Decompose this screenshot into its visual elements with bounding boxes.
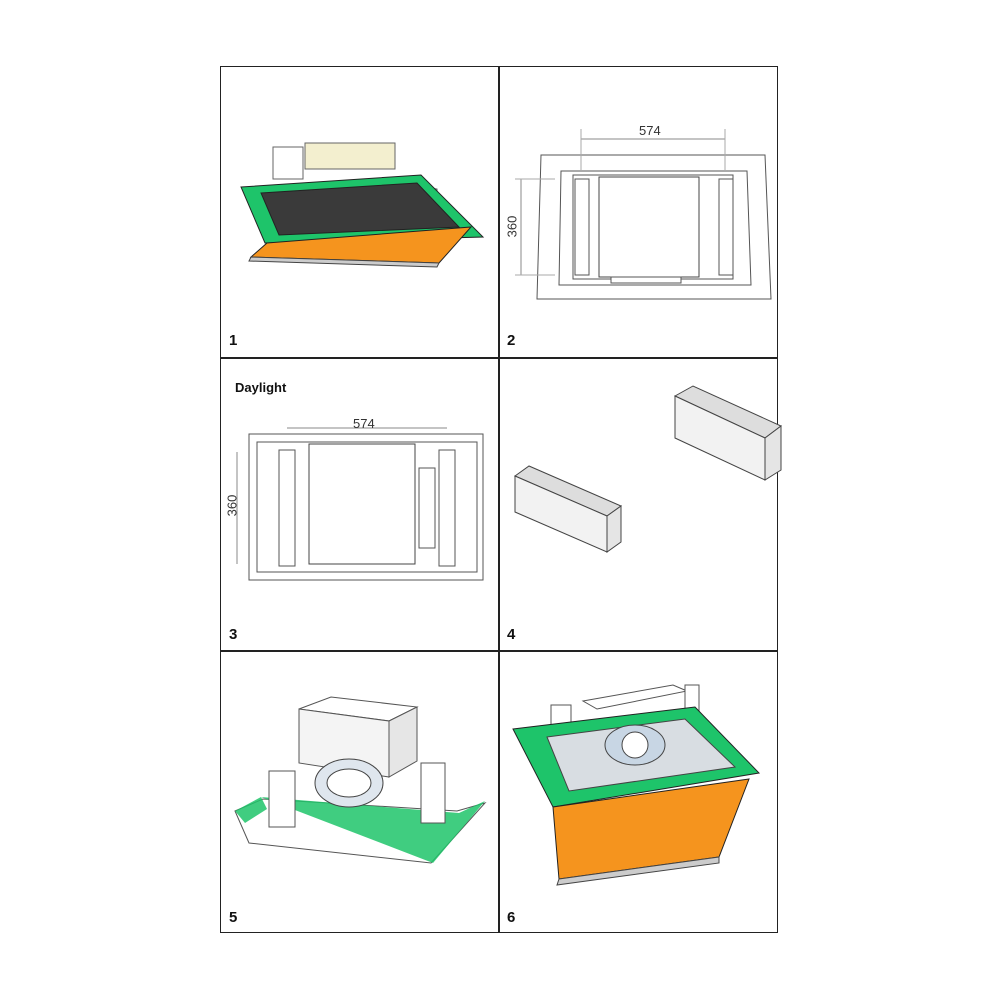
- panel-number: 6: [507, 909, 516, 926]
- panel-6: 6: [499, 651, 778, 932]
- height-dimension: 360: [224, 494, 240, 517]
- grid-divider-horizontal-1: [221, 357, 777, 359]
- hood-filter-removal-illustration: [512, 684, 761, 886]
- width-dimension: 574: [639, 123, 661, 138]
- panel-number: 5: [229, 909, 238, 926]
- hood-open-filter-illustration: [240, 142, 485, 268]
- hood-daylight-top-view-drawing: [236, 427, 484, 581]
- height-dimension: 360: [504, 215, 520, 238]
- panel-1: 1: [221, 67, 498, 357]
- grid-divider-vertical: [498, 67, 500, 932]
- panel-number: 3: [229, 626, 238, 643]
- panel-number: 4: [507, 626, 516, 643]
- panel-caption: Daylight: [235, 380, 287, 395]
- width-dimension: 574: [353, 416, 375, 431]
- hood-motor-assembly-illustration: [234, 696, 487, 864]
- instruction-grid: 1 574 360 2 Daylight: [220, 66, 782, 933]
- panel-4: 4: [499, 358, 782, 650]
- panel-3: Daylight 574 360 3: [221, 358, 498, 650]
- bracket-left: [513, 465, 623, 553]
- panel-number: 2: [507, 332, 516, 349]
- bracket-right: [673, 385, 782, 481]
- mounting-brackets-illustration: [513, 385, 782, 553]
- panel-5: 5: [221, 651, 498, 932]
- hood-top-view-drawing: [515, 129, 772, 300]
- panel-2: 574 360 2: [499, 67, 778, 357]
- panel-number: 1: [229, 332, 238, 349]
- grid-divider-horizontal-2: [221, 650, 777, 652]
